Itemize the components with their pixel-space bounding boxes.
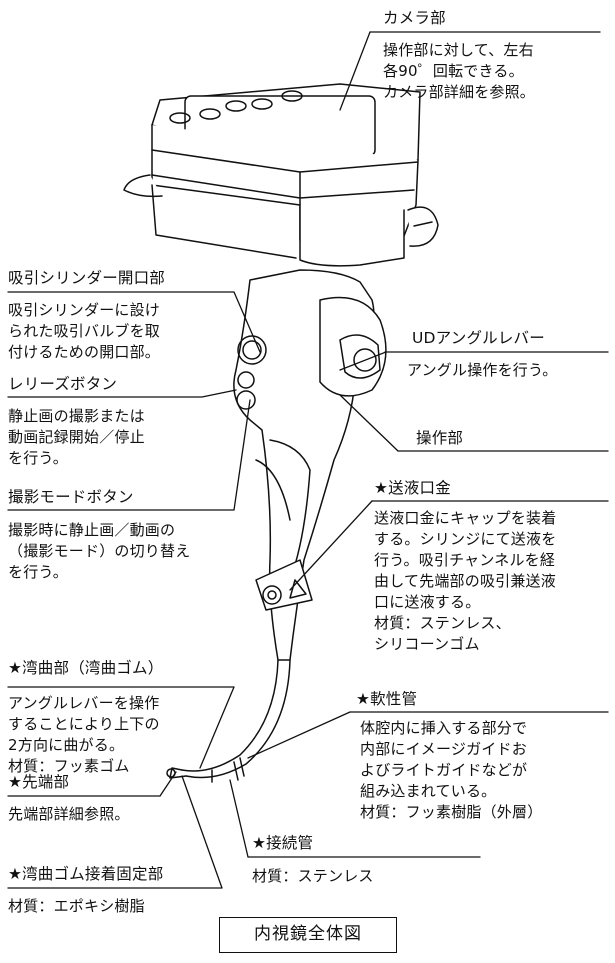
mode-button-line-2: （撮影モード）の切り替え: [8, 542, 191, 560]
fluid-port-line-6: 材質：ステンレス、: [374, 614, 511, 632]
control-section-title: 操作部: [416, 429, 464, 447]
suction-port-line-2: られた吸引バルブを取: [8, 322, 161, 340]
release-button-title: レリーズボタン: [8, 375, 118, 393]
connection-tube-line-1: 材質：ステンレス: [252, 867, 374, 885]
fluid-port-line-5: 口に送液する。: [374, 593, 481, 611]
suction-port-title: 吸引シリンダー開口部: [8, 269, 166, 287]
camera-desc-line-3: カメラ部詳細を参照。: [383, 83, 536, 101]
insertion-tube-line-1: 体腔内に挿入する部分で: [360, 719, 528, 737]
fluid-port-title: ★送液口金: [374, 479, 451, 497]
fluid-port-line-2: する。シリンジにて送液を: [374, 530, 557, 548]
mode-button-line-1: 撮影時に静止画／動画の: [8, 521, 176, 539]
mode-button-title: 撮影モードボタン: [8, 488, 134, 506]
ud-lever-line-1: アングル操作を行う。: [407, 361, 558, 379]
fluid-port-line-4: 由して先端部の吸引兼送液: [374, 572, 556, 590]
bending-section-line-1: アングルレバーを操作: [8, 694, 160, 712]
leader-lines: [7, 31, 609, 889]
fluid-port-line-3: 行う。吸引チャンネルを経: [374, 551, 556, 569]
insertion-tube-title: ★軟性管: [356, 690, 418, 708]
insertion-tube-line-2: 内部にイメージガイドお: [360, 740, 527, 758]
distal-end-line-1: 先端部詳細参照。: [8, 805, 130, 823]
camera-unit-drawing: [123, 83, 439, 267]
mode-button-line-3: を行う。: [8, 563, 68, 581]
fluid-port-line-7: シリコーンゴム: [374, 635, 480, 653]
control-body-drawing: [233, 269, 387, 661]
insertion-tube-line-4: 組み込まれている。: [360, 782, 497, 800]
release-button-line-2: 動画記録開始／停止: [8, 428, 145, 446]
release-button-line-1: 静止画の撮影または: [8, 407, 145, 425]
suction-port-line-3: 付けるための開口部。: [8, 343, 161, 361]
suction-port-line-1: 吸引シリンダーに設け: [8, 301, 161, 319]
insertion-tube-line-5: 材質：フッ素樹脂（外層）: [360, 803, 543, 821]
bending-section-line-2: することにより上下の: [8, 715, 160, 733]
bending-rubber-fix-title: ★湾曲ゴム接着固定部: [8, 865, 164, 883]
bending-section-title: ★湾曲部（湾曲ゴム）: [8, 659, 164, 677]
bending-rubber-fix-line-1: 材質：エポキシ樹脂: [8, 897, 145, 915]
flexible-tube-drawing: [166, 659, 291, 783]
insertion-tube-line-3: よびライトガイドなどが: [360, 761, 528, 779]
fluid-port-line-1: 送液口金にキャップを装着: [374, 509, 557, 527]
connection-tube-title: ★接続管: [252, 834, 314, 852]
distal-end-title: ★先端部: [8, 773, 70, 791]
bending-section-line-4: 材質：フッ素ゴム: [8, 757, 130, 775]
figure-caption: 内視鏡全体図: [219, 917, 397, 953]
ud-lever-title: UDアングルレバー: [412, 329, 545, 347]
release-button-line-3: を行う。: [8, 449, 68, 467]
camera-title: カメラ部: [383, 9, 446, 27]
camera-desc-line-2: 各90゜回転できる。: [383, 62, 524, 80]
camera-desc-line-1: 操作部に対して、左右: [383, 41, 534, 59]
bending-section-line-3: 2方向に曲がる。: [8, 736, 125, 754]
